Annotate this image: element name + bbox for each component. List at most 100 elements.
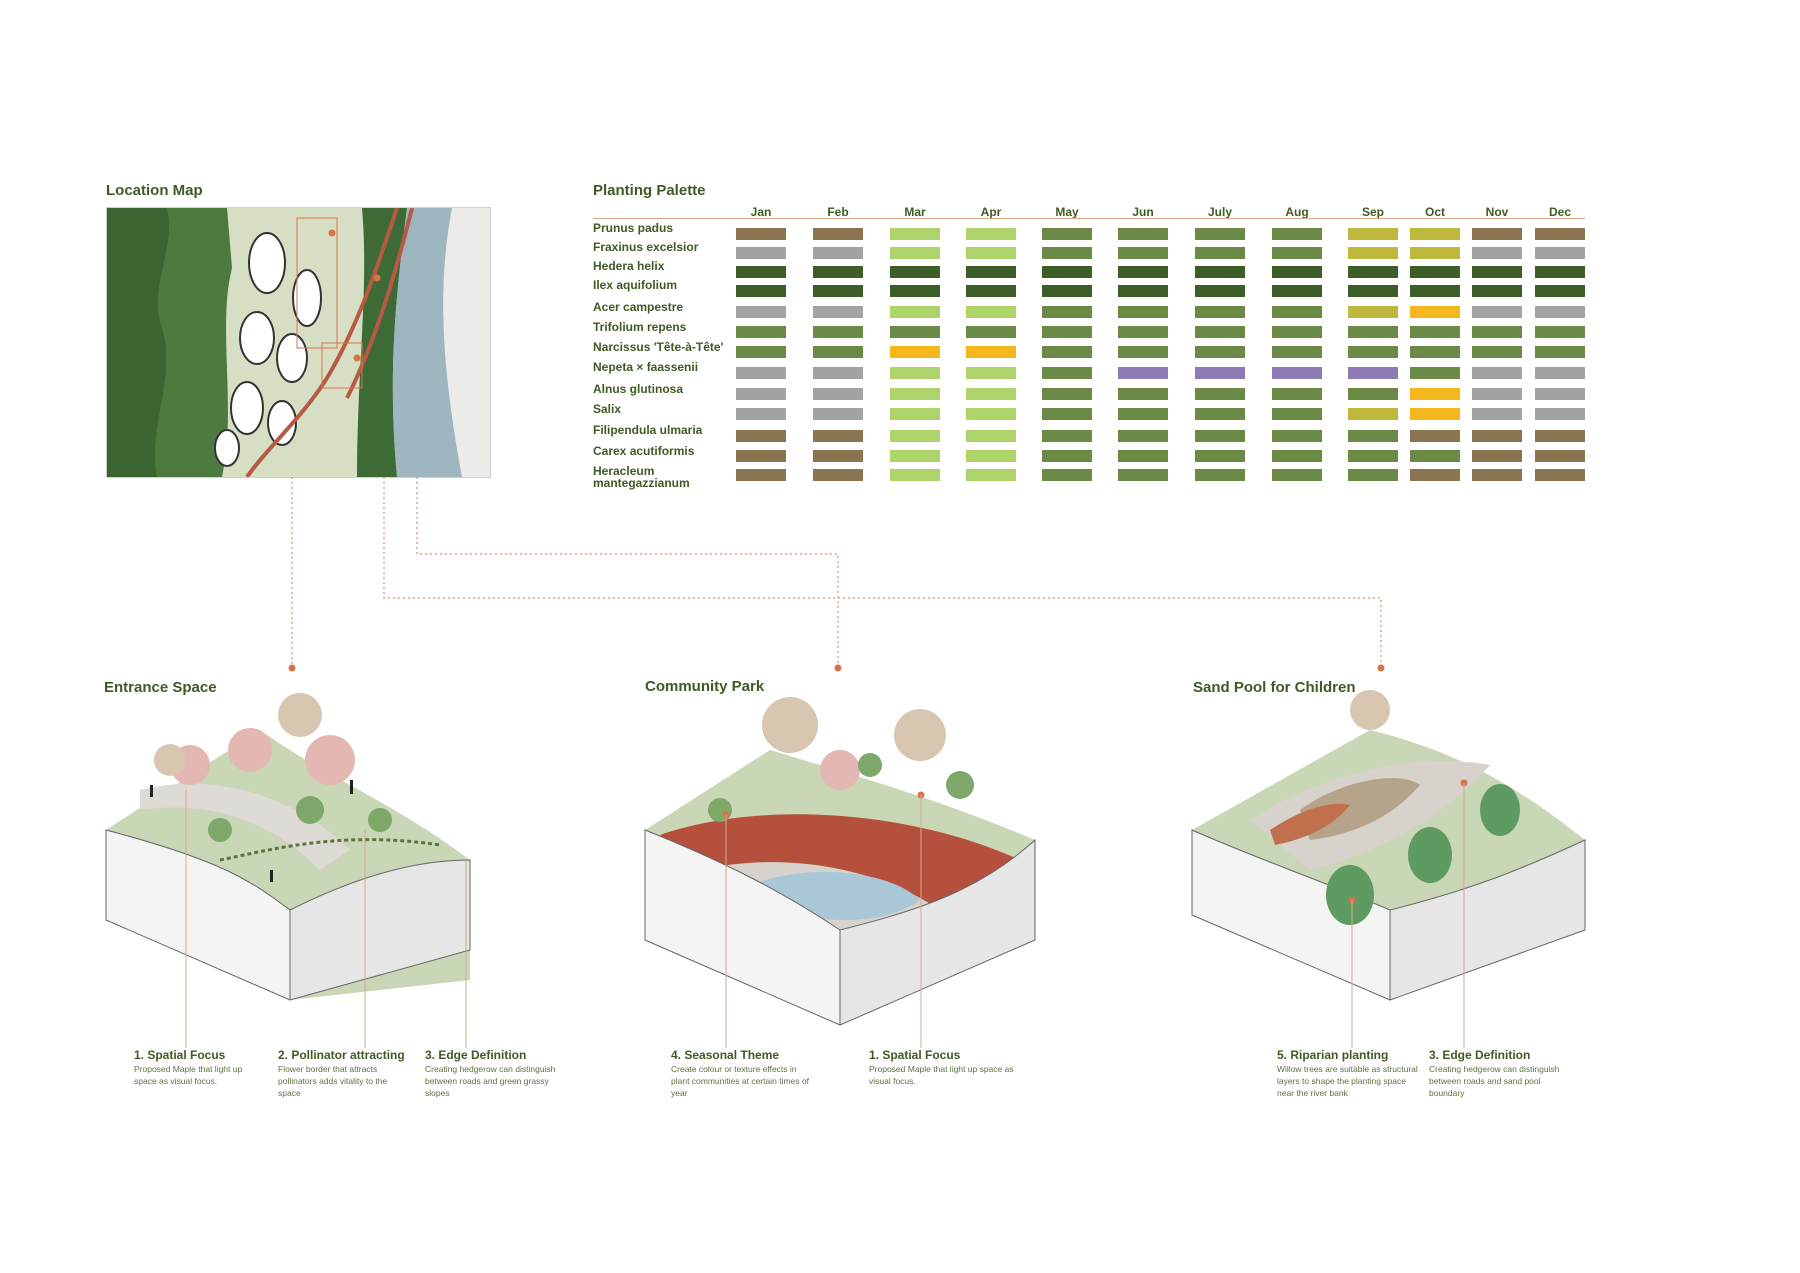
palette-swatch [1348,228,1398,240]
palette-swatch [813,266,863,278]
palette-swatch [1348,430,1398,442]
palette-swatch [1535,306,1585,318]
palette-swatch [1535,228,1585,240]
palette-swatch [736,346,786,358]
palette-swatch [1410,408,1460,420]
palette-swatch [1118,388,1168,400]
plant-name: Heracleum mantegazzianum [593,464,690,490]
palette-swatch [1472,285,1522,297]
planting-palette-title: Planting Palette [593,182,706,199]
palette-swatch [1042,430,1092,442]
palette-swatch [966,408,1016,420]
palette-swatch [1348,247,1398,259]
palette-swatch [890,285,940,297]
location-map-title: Location Map [106,182,203,199]
palette-swatch [890,469,940,481]
annotation-desc: Proposed Maple that light up space as vi… [134,1064,243,1086]
palette-swatch [1195,266,1245,278]
palette-swatch [813,346,863,358]
scene-title-community: Community Park [645,678,765,695]
palette-swatch [1472,266,1522,278]
palette-swatch [1118,367,1168,379]
palette-swatch [1272,469,1322,481]
month-header: Jan [750,205,772,219]
palette-swatch [1535,326,1585,338]
palette-swatch [1272,408,1322,420]
palette-swatch [1410,388,1460,400]
palette-swatch [813,247,863,259]
palette-swatch [1042,228,1092,240]
palette-swatch [1410,285,1460,297]
palette-swatch [1472,306,1522,318]
palette-swatch [1272,285,1322,297]
palette-swatch [1535,430,1585,442]
palette-swatch [1472,247,1522,259]
plant-name: Prunus padus [593,221,674,235]
community-park-block [644,697,1036,1026]
month-header: Aug [1285,205,1309,219]
palette-swatch [1195,346,1245,358]
palette-swatch [890,367,940,379]
palette-swatch [1118,306,1168,318]
palette-swatch [813,469,863,481]
palette-swatch [1472,469,1522,481]
palette-swatch [736,388,786,400]
palette-swatch [890,408,940,420]
palette-swatch [890,346,940,358]
palette-swatch [1042,450,1092,462]
palette-swatch [966,469,1016,481]
palette-swatch [736,326,786,338]
palette-swatch [1348,450,1398,462]
palette-swatch [1272,346,1322,358]
palette-swatch [736,430,786,442]
palette-swatch [1118,346,1168,358]
palette-swatch [1472,388,1522,400]
palette-swatch [1195,469,1245,481]
palette-swatch [1272,306,1322,318]
annotation-title: 4. Seasonal Theme [671,1048,780,1062]
palette-swatch [1195,450,1245,462]
palette-swatch [1535,266,1585,278]
palette-swatch [1042,285,1092,297]
entrance-space-block [105,693,471,1001]
palette-swatch [1118,469,1168,481]
palette-swatch [1195,430,1245,442]
palette-swatch [1118,450,1168,462]
palette-swatch [1410,266,1460,278]
palette-swatch [1348,346,1398,358]
annotation-desc: Flower border that attracts pollinators … [278,1064,388,1098]
palette-swatch [890,228,940,240]
palette-swatch [1118,266,1168,278]
month-header: Jun [1132,205,1154,219]
annotation-community-1: 1. Spatial Focus Proposed Maple that lig… [869,1049,1019,1087]
palette-swatch [966,388,1016,400]
scene-title-sandpool: Sand Pool for Children [1193,679,1356,696]
annotation-desc: Create colour or texture effects in plan… [671,1064,809,1098]
palette-swatch [966,367,1016,379]
plant-name: Ilex aquifolium [593,278,678,292]
palette-swatch [1195,408,1245,420]
palette-swatch [1472,450,1522,462]
palette-swatch [813,306,863,318]
annotation-entrance-3: 3. Edge Definition Creating hedgerow can… [425,1049,575,1099]
palette-swatch [966,266,1016,278]
palette-swatch [736,228,786,240]
palette-swatch [1348,388,1398,400]
palette-swatch [1042,326,1092,338]
palette-swatch [813,285,863,297]
palette-swatch [813,388,863,400]
plant-name: Carex acutiformis [593,444,695,458]
plant-name: Filipendula ulmaria [593,423,703,437]
annotation-community-4: 4. Seasonal Theme Create colour or textu… [671,1049,821,1099]
palette-swatch [1118,408,1168,420]
palette-swatch [1472,430,1522,442]
palette-swatch [736,266,786,278]
month-header: July [1207,205,1233,219]
palette-swatch [1195,326,1245,338]
month-header: Oct [1424,205,1446,219]
palette-swatch [1272,367,1322,379]
annotation-title: 1. Spatial Focus [869,1048,961,1062]
palette-swatch [1348,326,1398,338]
palette-swatch [1195,367,1245,379]
palette-swatch [1272,266,1322,278]
